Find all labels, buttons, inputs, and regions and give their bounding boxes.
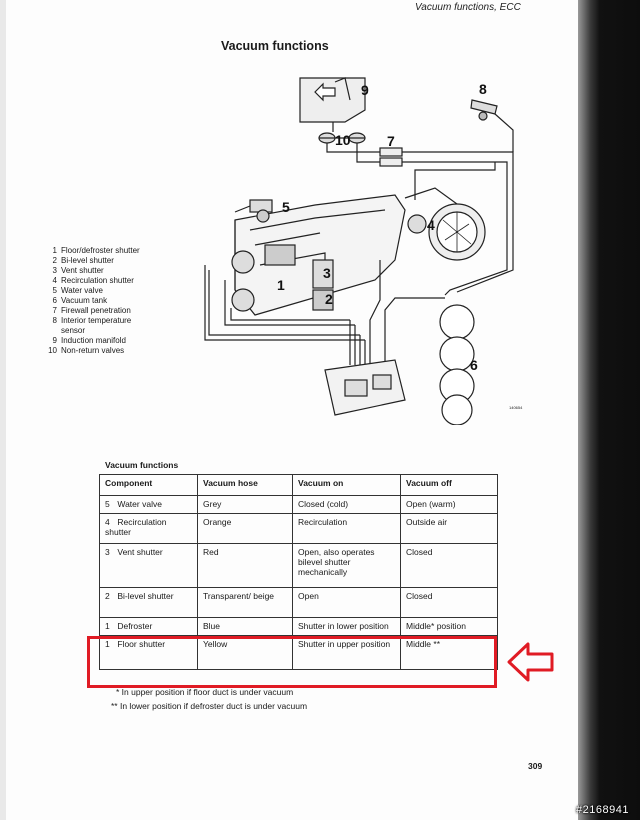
vacuum-on-cell: Shutter in lower position: [292, 617, 401, 636]
hose-cell: Yellow: [197, 635, 293, 670]
vacuum-off-cell: Outside air: [400, 513, 498, 544]
diagram-label-2: 2: [325, 291, 333, 307]
diagram-label-10: 10: [335, 132, 351, 148]
diagram-label-4: 4: [427, 217, 435, 233]
column-header: Vacuum off: [400, 474, 498, 496]
footnote: ** In lower position if defroster duct i…: [111, 701, 308, 711]
component-cell: 2 Bi-level shutter: [99, 587, 198, 618]
hose-cell: Red: [197, 543, 293, 588]
page-title: Vacuum functions: [221, 39, 329, 53]
vacuum-on-cell: Recirculation: [292, 513, 401, 544]
column-header: Vacuum hose: [197, 474, 293, 496]
vacuum-on-cell: Open: [292, 587, 401, 618]
page-number: 309: [528, 761, 543, 771]
diagram-label-6: 6: [470, 357, 478, 373]
vacuum-on-cell: Closed (cold): [292, 495, 401, 514]
vacuum-system-diagram: 9 8 10 7 5 4 3 1 2 6: [204, 77, 514, 425]
component-cell: 1 Defroster: [99, 617, 198, 636]
vacuum-off-cell: Closed: [400, 587, 498, 618]
hose-cell: Blue: [197, 617, 293, 636]
vacuum-off-cell: Middle* position: [400, 617, 498, 636]
component-cell: 4 Recirculation shutter: [99, 513, 198, 544]
vacuum-off-cell: Middle **: [400, 635, 498, 670]
diagram-label-9: 9: [361, 82, 369, 98]
watermark-id: #2168941: [576, 804, 629, 816]
table-row: 3 Vent shutter Red Open, also operates b…: [99, 543, 498, 588]
running-header: Vacuum functions, ECC: [415, 2, 521, 13]
table-header-row: Component Vacuum hose Vacuum on Vacuum o…: [99, 474, 498, 496]
footnote: * In upper position if floor duct is und…: [116, 687, 294, 697]
hose-cell: Grey: [197, 495, 293, 514]
diagram-label-7: 7: [387, 133, 395, 149]
diagram-label-8: 8: [479, 81, 487, 97]
left-arrow-icon: [507, 642, 554, 682]
table-row: 4 Recirculation shutter Orange Recircula…: [99, 513, 498, 544]
diagram-label-3: 3: [323, 265, 331, 281]
component-cell: 3 Vent shutter: [99, 543, 198, 588]
column-header: Vacuum on: [292, 474, 401, 496]
figure-id: 140654: [509, 405, 523, 410]
diagram-label-1: 1: [277, 277, 285, 293]
vacuum-off-cell: Closed: [400, 543, 498, 588]
table-title: Vacuum functions: [105, 460, 179, 470]
hose-cell: Orange: [197, 513, 293, 544]
vacuum-on-cell: Open, also operates bilevel shutter mech…: [292, 543, 401, 588]
table-row: 2 Bi-level shutter Transparent/ beige Op…: [99, 587, 498, 618]
legend-item-continuation: sensor: [61, 326, 86, 335]
page-edge-shadow: [0, 0, 6, 820]
component-cell: 5 Water valve: [99, 495, 198, 514]
book-binding-shadow: [578, 0, 640, 820]
vacuum-off-cell: Open (warm): [400, 495, 498, 514]
table-row: 1 Defroster Blue Shutter in lower positi…: [99, 617, 498, 636]
table-row: 5 Water valve Grey Closed (cold) Open (w…: [99, 495, 498, 514]
vacuum-functions-table: Component Vacuum hose Vacuum on Vacuum o…: [99, 474, 498, 670]
diagram-label-5: 5: [282, 199, 290, 215]
column-header: Component: [99, 474, 198, 496]
highlight-box: [87, 636, 497, 688]
hose-cell: Transparent/ beige: [197, 587, 293, 618]
